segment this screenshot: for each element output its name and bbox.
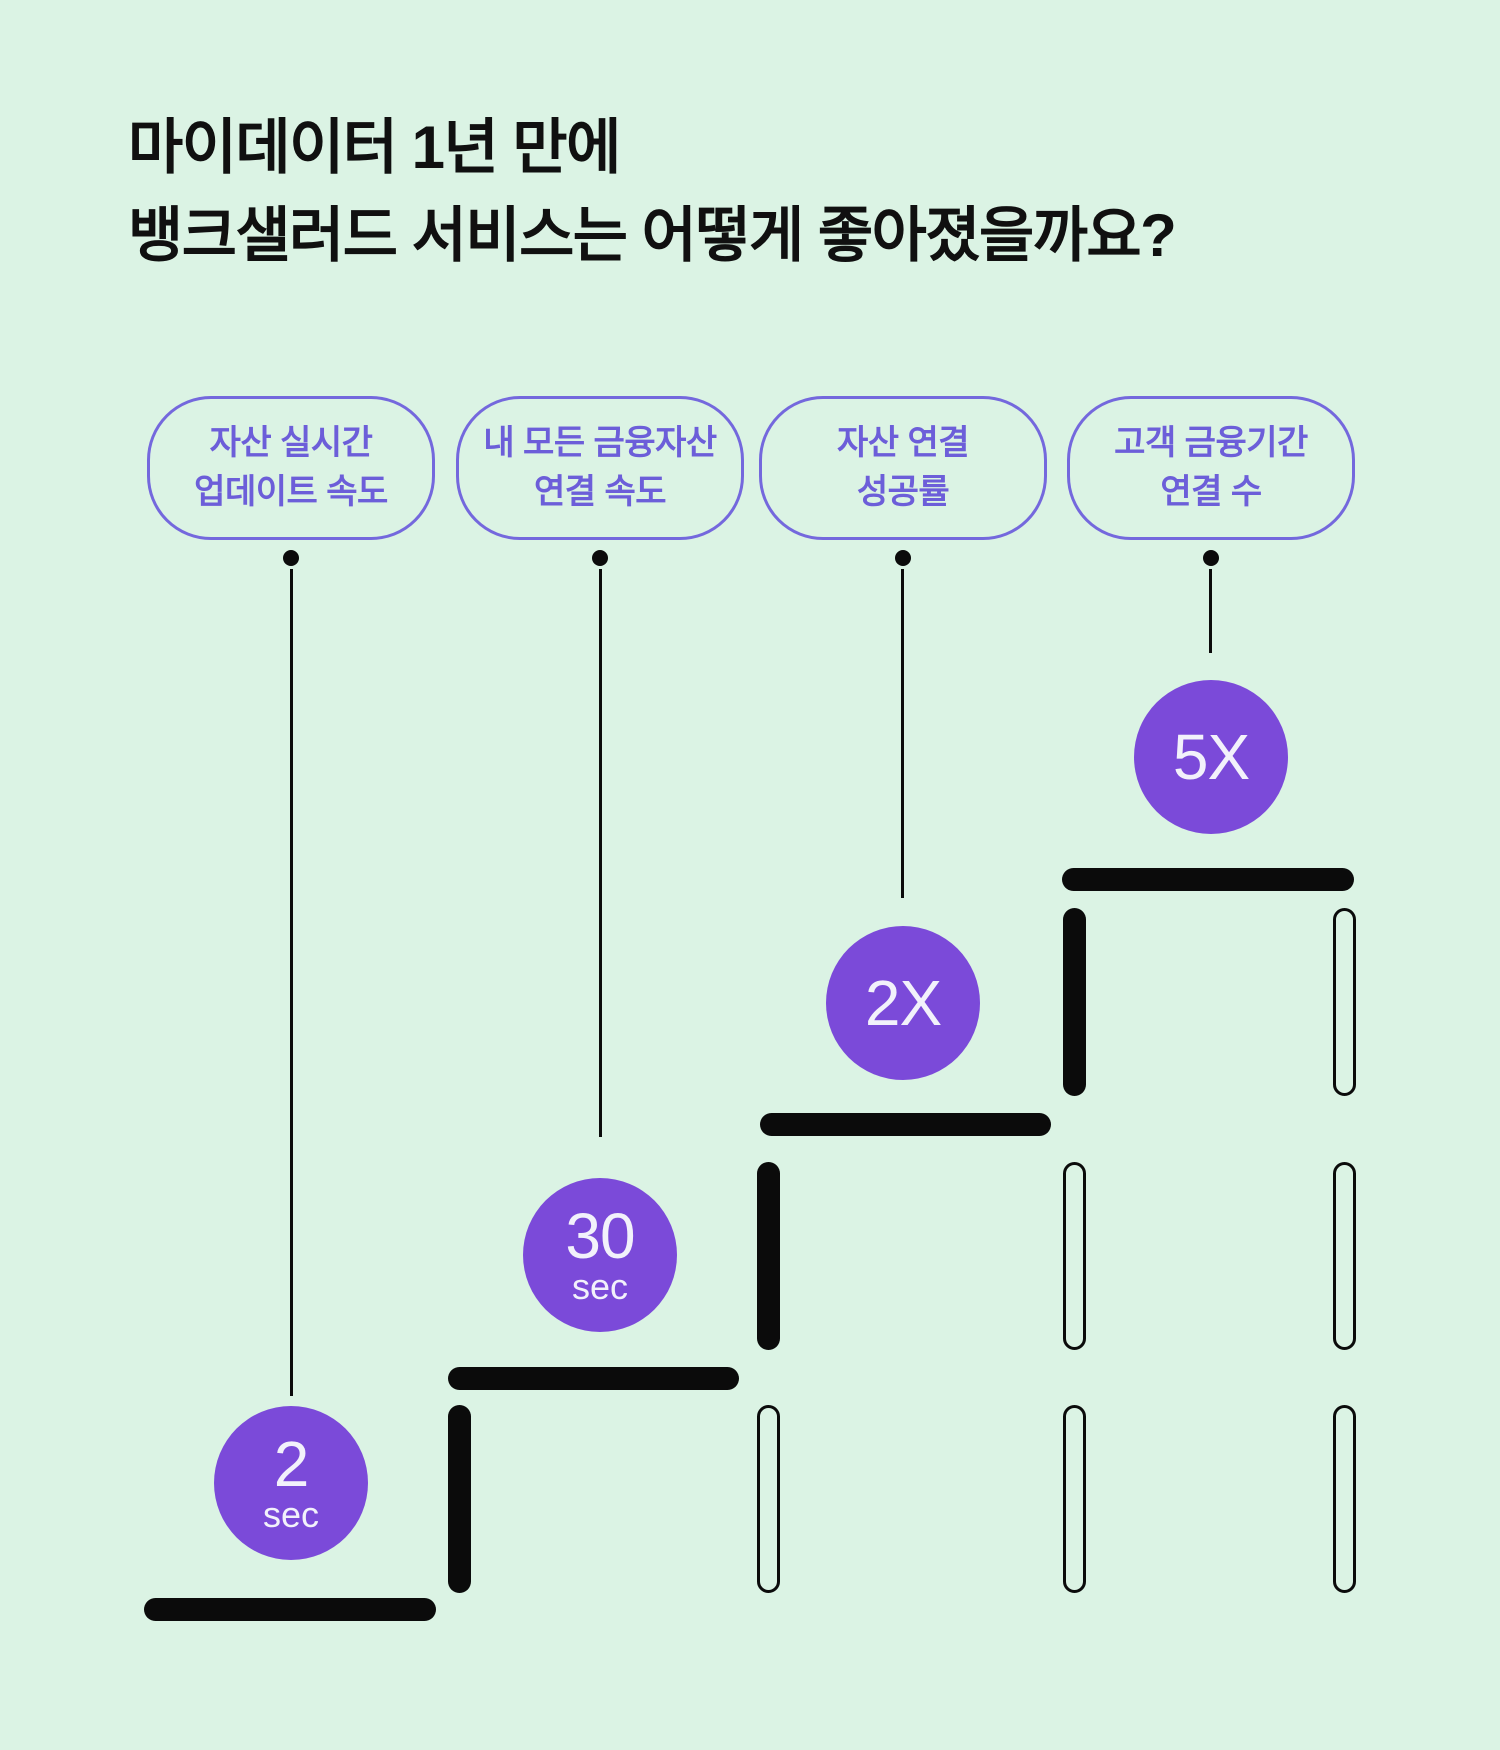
value-number: 2 [273,1428,310,1501]
value-unit: sec [262,1494,320,1536]
pill-label-line2: 연결 수 [1160,473,1262,511]
stair-step-4 [1062,868,1354,891]
connector-dot [895,550,911,566]
stair-step-1 [144,1598,436,1621]
metric-pill-institution-count: 고객 금융기간 연결 수 [1067,396,1355,540]
stair-riser-filled [1063,908,1086,1096]
value-unit: sec [571,1266,629,1308]
connector-line [599,569,602,1137]
pill-label-line2: 연결 속도 [533,473,667,511]
metric-pill-connect-speed: 내 모든 금융자산 연결 속도 [456,396,744,540]
value-number: 5X [1172,721,1250,793]
stair-riser-filled [757,1162,780,1350]
stair-riser-filled [448,1405,471,1593]
stair-riser-hollow [1063,1162,1086,1350]
pill-label-line2: 업데이트 속도 [194,473,388,511]
stair-step-2 [448,1367,739,1390]
page-title-line1: 마이데이터 1년 만에 [128,114,621,181]
metric-pill-success-rate: 자산 연결 성공률 [759,396,1047,540]
connector-line [1209,569,1212,653]
pill-label-line1: 고객 금융기간 [1114,424,1308,463]
connector-line [290,569,293,1396]
value-circle-2x: 2X [826,926,980,1080]
pill-label-line1: 자산 실시간 [209,424,373,463]
stair-riser-hollow [1333,1162,1356,1350]
value-circle-2sec: 2 sec [214,1406,368,1560]
pill-label-line2: 성공률 [856,473,950,511]
connector-dot [592,550,608,566]
page-title-line2: 뱅크샐러드 서비스는 어떻게 좋아졌을까요? [128,202,1177,269]
stair-riser-hollow [757,1405,780,1593]
stair-riser-hollow [1063,1405,1086,1593]
pill-label-line1: 자산 연결 [836,424,970,463]
stair-step-3 [760,1113,1051,1136]
pill-label-line1: 내 모든 금융자산 [483,424,717,463]
metric-pill-update-speed: 자산 실시간 업데이트 속도 [147,396,435,540]
value-circle-30sec: 30 sec [523,1178,677,1332]
value-number: 2X [864,967,942,1039]
connector-dot [283,550,299,566]
value-number: 30 [565,1200,635,1273]
stair-riser-hollow [1333,908,1356,1096]
value-circle-5x: 5X [1134,680,1288,834]
connector-line [901,569,904,898]
page-title: 마이데이터 1년 만에 뱅크샐러드 서비스는 어떻게 좋아졌을까요? [128,104,1177,280]
stair-riser-hollow [1333,1405,1356,1593]
connector-dot [1203,550,1219,566]
